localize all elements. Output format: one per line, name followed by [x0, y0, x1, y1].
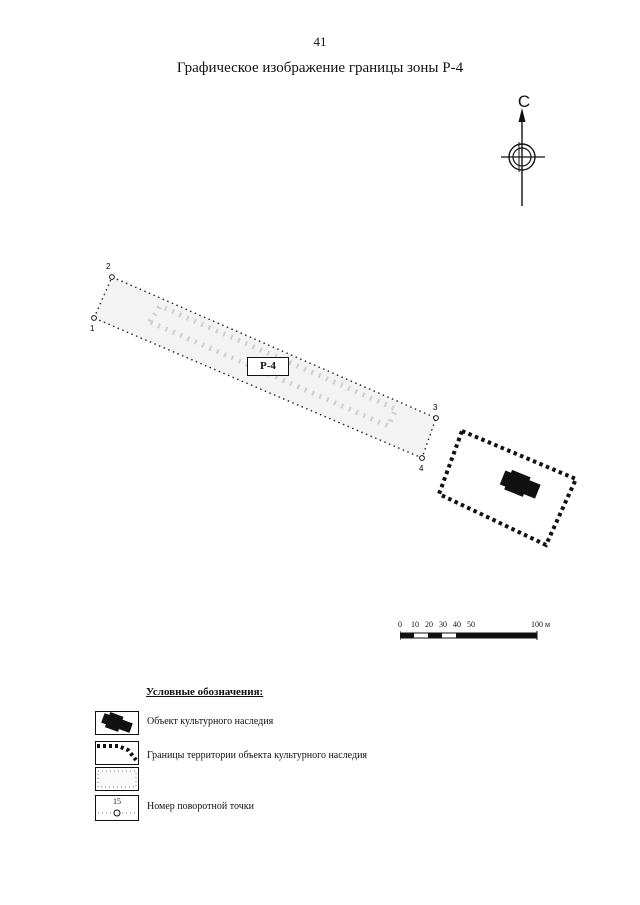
north-arrow-icon	[501, 108, 545, 206]
heritage-object-icon	[95, 711, 139, 735]
zone-label: Р-4	[247, 357, 289, 376]
scale-tick-20: 20	[425, 620, 433, 629]
scale-tick-0: 0	[398, 620, 402, 629]
scale-bar-graphic	[400, 631, 538, 640]
compass-north-letter: С	[517, 92, 531, 111]
turning-point-3: 3	[433, 403, 439, 421]
scale-tick-30: 30	[439, 620, 447, 629]
legend-text-heritage-object: Объект культурного наследия	[147, 716, 274, 727]
turning-point-4: 4	[419, 455, 425, 473]
point-label-1: 1	[90, 324, 95, 333]
scale-tick-100: 100 м	[531, 620, 551, 629]
scale-bar: 0 10 20 30 40 50 100 м	[397, 620, 567, 650]
legend-text-turning-point: Номер поворотной точки	[147, 801, 254, 812]
scale-tick-40: 40	[453, 620, 461, 629]
legend-text-heritage-border: Границы территории объекта культурного н…	[147, 750, 368, 761]
heritage-territory-border-icon	[95, 741, 139, 765]
turning-point-icon: 15	[95, 795, 139, 821]
point-label-3: 3	[433, 403, 438, 412]
turning-point-1: 1	[90, 315, 97, 333]
legend-title: Условные обозначения:	[146, 686, 264, 698]
page-number: 41	[313, 34, 327, 49]
point-label-2: 2	[106, 262, 111, 271]
heritage-object	[499, 469, 541, 499]
turning-point-sample-number: 15	[113, 797, 121, 806]
scale-tick-10: 10	[411, 620, 419, 629]
zone-border-icon	[95, 767, 139, 791]
page-title: Графическое изображение границы зоны Р-4	[176, 60, 464, 76]
heritage-territory-border	[436, 428, 579, 548]
scale-tick-50: 50	[467, 620, 475, 629]
turning-point-2: 2	[106, 262, 115, 280]
point-label-4: 4	[419, 464, 424, 473]
